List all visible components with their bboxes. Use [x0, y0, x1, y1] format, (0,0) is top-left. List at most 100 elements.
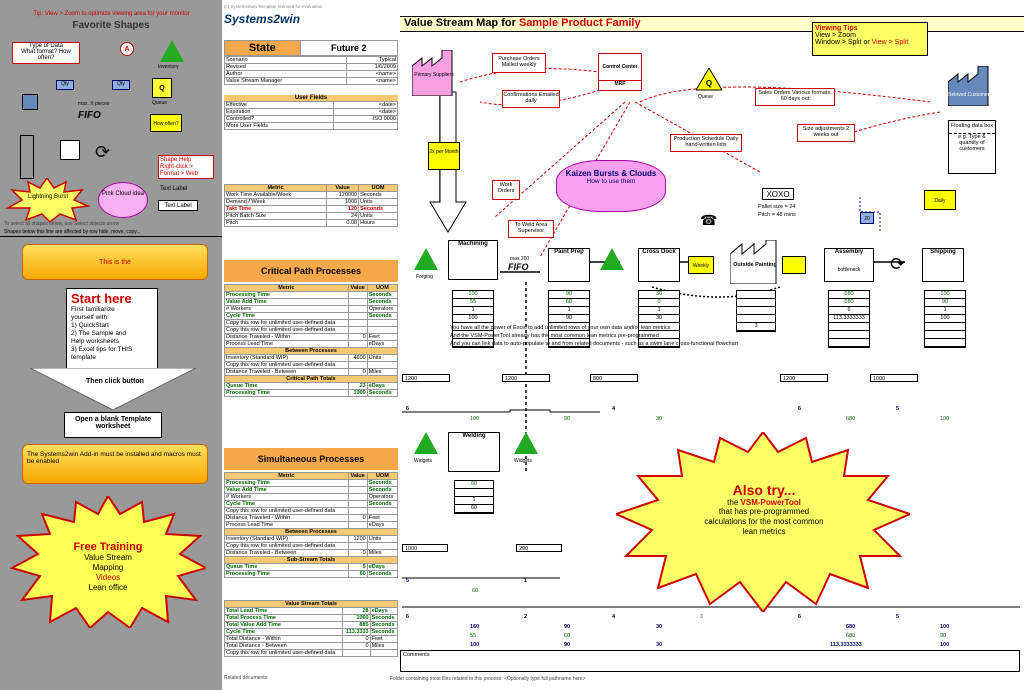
table-cell[interactable]: 120000	[326, 191, 360, 199]
kanban-20[interactable]: 20	[860, 212, 874, 224]
inventory-cell[interactable]: 1200	[402, 374, 450, 382]
inventory-cell[interactable]: 1200	[780, 374, 828, 382]
twice-monthly-truck[interactable]: 2x per Month	[428, 142, 460, 170]
withdrawal-icon[interactable]: ⟳	[95, 142, 111, 162]
table-cell[interactable]: 5	[347, 563, 368, 571]
table-cell[interactable]: 0	[347, 368, 368, 376]
daily-truck[interactable]: Daily	[924, 190, 956, 210]
load-leveling-icon[interactable]: XOXO	[762, 188, 794, 200]
product-family[interactable]: Sample Product Family	[518, 17, 641, 29]
box-icon[interactable]	[60, 140, 80, 160]
table-cell[interactable]	[347, 479, 368, 487]
table-cell[interactable]: 885	[342, 621, 371, 629]
floating-data-box[interactable]: Floating data box e.g. Type & quantity o…	[948, 120, 996, 174]
process-shipping[interactable]: Shipping	[922, 248, 964, 282]
table-cell[interactable]	[347, 340, 368, 348]
table-cell[interactable]	[347, 305, 368, 313]
widgets-inventory-1[interactable]	[414, 432, 438, 454]
size-adjustments-box[interactable]: Size adjustments 2 weeks out	[797, 124, 855, 142]
outside-truck[interactable]	[782, 256, 806, 274]
sales-orders-box[interactable]: Sales Orders Various formats. 60 days ou…	[755, 88, 835, 106]
queue-icon[interactable]: Q	[696, 68, 722, 92]
table-cell[interactable]: 1060	[342, 614, 371, 622]
also-try-burst[interactable]	[616, 432, 910, 612]
table-cell[interactable]	[347, 500, 368, 508]
sub-inventory-2[interactable]: 200	[516, 544, 562, 552]
table-cell[interactable]	[333, 122, 398, 130]
table-cell[interactable]: 0	[347, 549, 368, 557]
table-cell[interactable]	[347, 521, 368, 529]
related-documents[interactable]: Related documents:	[224, 675, 269, 681]
purchase-orders-box[interactable]: Purchase Orders Mailed weekly	[492, 53, 546, 73]
sub-inventory-1[interactable]: 1000	[402, 544, 448, 552]
process-welding[interactable]: Welding	[448, 432, 500, 472]
table-cell[interactable]: 0	[347, 333, 368, 341]
table-cell[interactable]: 23	[347, 382, 368, 390]
inventory-cell[interactable]: 1000	[870, 374, 918, 382]
fifo-lane[interactable]: FIFO	[508, 262, 529, 272]
outside-painting-data[interactable]: 3	[736, 290, 776, 332]
this-is-the-banner[interactable]: This is the	[22, 244, 208, 280]
queue-icon[interactable]: Q	[152, 78, 172, 98]
inventory-cell[interactable]: 1200	[502, 374, 550, 382]
table-cell[interactable]: <name>	[346, 70, 398, 78]
table-cell[interactable]: Typical	[346, 56, 398, 64]
text-label-2[interactable]: Text Label	[158, 200, 198, 211]
beloved-customers-factory[interactable]	[948, 66, 994, 106]
folder-path[interactable]: Folder containing most files related to …	[390, 676, 586, 682]
table-cell[interactable]	[347, 291, 368, 299]
table-cell[interactable]: <name>	[346, 77, 398, 85]
table-cell[interactable]: 1000	[326, 198, 360, 206]
text-label-1[interactable]: Text Label	[160, 186, 188, 192]
how-often-truck[interactable]: How often?	[150, 114, 182, 132]
table-cell[interactable]	[347, 542, 368, 550]
table-cell[interactable]	[347, 507, 368, 515]
table-cell[interactable]	[347, 326, 368, 334]
type-of-data-box[interactable]: Type of Data What format? How often?	[12, 42, 80, 64]
open-blank-template-button[interactable]: Open a blank Template worksheet	[64, 412, 162, 438]
comments-box[interactable]: Comments	[400, 650, 1020, 672]
table-cell[interactable]: 24	[326, 212, 360, 220]
table-cell[interactable]: 0	[342, 642, 371, 650]
free-training-burst[interactable]	[10, 496, 206, 628]
training-link[interactable]: Lean office	[88, 583, 128, 592]
table-cell[interactable]	[347, 493, 368, 501]
training-link[interactable]: Videos	[95, 573, 121, 582]
process-paint-prep[interactable]: Paint Prep	[548, 248, 590, 282]
table-cell[interactable]	[347, 361, 368, 369]
vsm-powertool-link[interactable]: VSM-PowerTool	[740, 498, 801, 507]
table-cell[interactable]: 1/6/2009	[346, 63, 398, 71]
work-orders-box[interactable]: Work Orders	[492, 180, 520, 200]
widgets-inventory-2[interactable]	[514, 432, 538, 454]
paintprep-inventory-icon[interactable]	[600, 248, 624, 270]
table-cell[interactable]	[347, 298, 368, 306]
table-cell[interactable]: 113.3333	[342, 628, 371, 636]
table-cell[interactable]: <date>	[333, 101, 398, 109]
table-cell[interactable]: 0.08	[326, 219, 360, 227]
production-schedule-box[interactable]: Production Schedule Daily hand-written l…	[670, 134, 742, 152]
table-cell[interactable]: 60	[347, 570, 368, 578]
weekly-truck[interactable]: Weekly	[688, 256, 714, 274]
control-center-box[interactable]: Control Center MRP	[598, 53, 642, 91]
lightning-burst-icon[interactable]	[4, 178, 90, 222]
qty-icon-1[interactable]: Qty	[56, 80, 74, 90]
primary-suppliers-factory[interactable]	[412, 50, 458, 96]
table-cell[interactable]: <date>	[333, 108, 398, 116]
training-link[interactable]: Mapping	[92, 563, 124, 572]
qty-icon-2[interactable]: Qty	[112, 80, 130, 90]
table-cell[interactable]: 0	[347, 514, 368, 522]
future-state-value[interactable]: Future 2	[299, 40, 399, 56]
supermarket-icon[interactable]	[20, 135, 34, 179]
table-cell[interactable]	[347, 319, 368, 327]
outside-painting-factory[interactable]	[730, 240, 780, 284]
table-cell[interactable]	[347, 312, 368, 320]
table-cell[interactable]: 120	[326, 205, 360, 213]
table-cell[interactable]: 1200	[347, 535, 368, 543]
pink-cloud-icon[interactable]: Pink Cloud idea	[98, 182, 148, 218]
kaizen-cloud[interactable]: Kaizen Bursts & Clouds How to use them	[556, 160, 666, 212]
confirmations-box[interactable]: Confirmations Emailed daily	[502, 90, 560, 108]
